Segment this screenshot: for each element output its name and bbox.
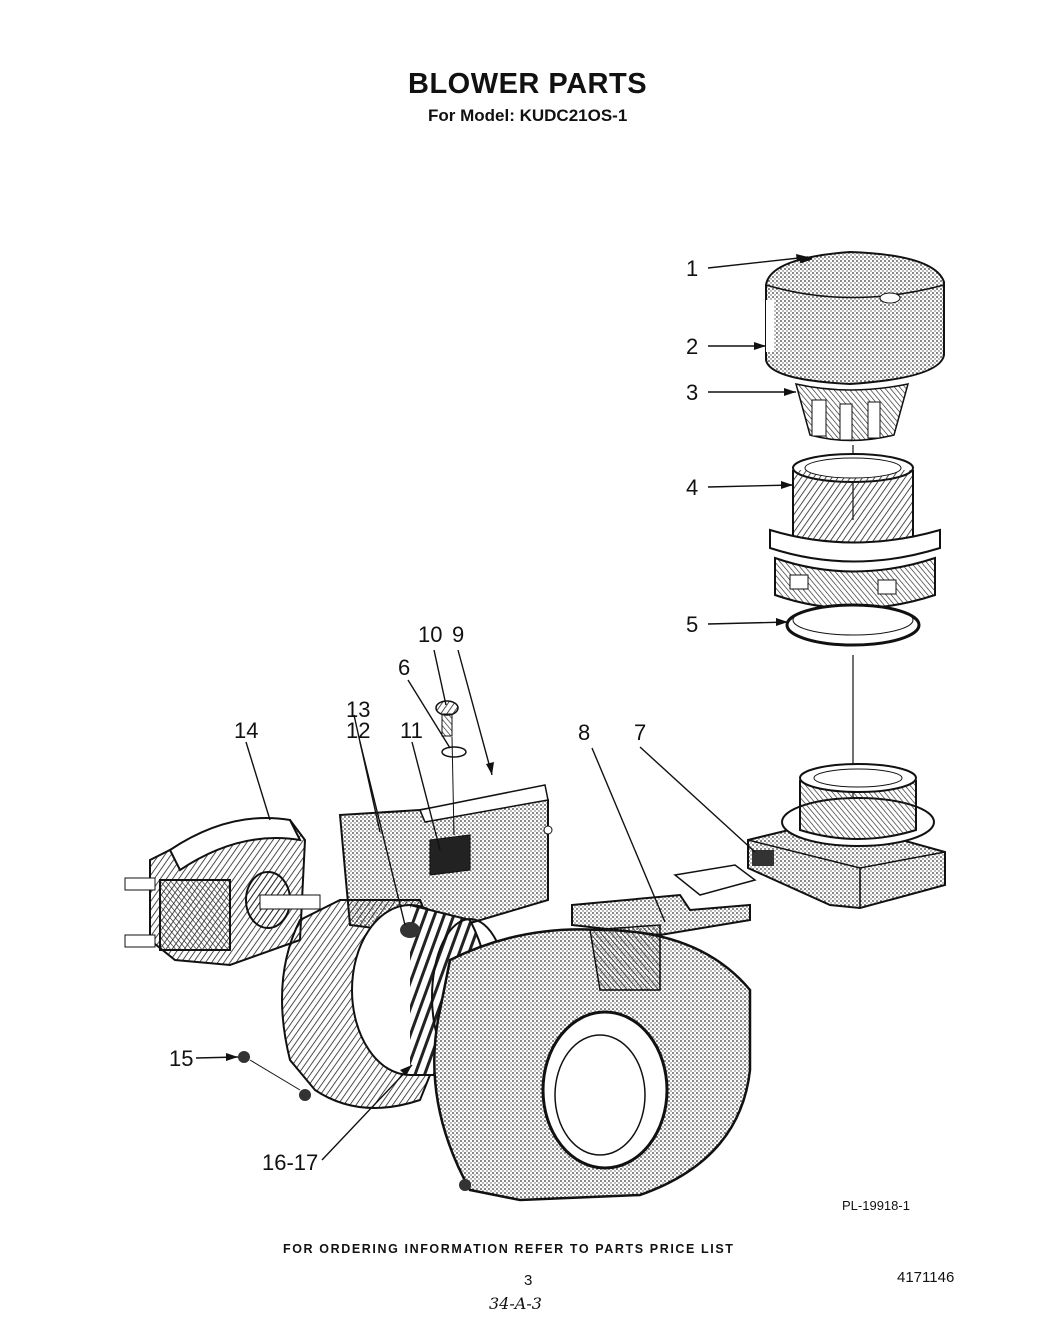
callout-7: 7	[634, 720, 647, 745]
document-number: 4171146	[897, 1269, 955, 1286]
callout-2: 2	[686, 334, 699, 359]
motor-part	[124, 817, 321, 967]
callout-13: 13	[346, 697, 371, 722]
handwritten-note: 34-A-3	[489, 1294, 542, 1313]
callout-9: 9	[452, 622, 465, 647]
arrow-heads	[226, 254, 808, 1076]
washer-part	[441, 746, 467, 758]
collar-part	[769, 453, 941, 610]
clip-ring-part	[794, 382, 910, 442]
callout-11: 11	[400, 718, 423, 743]
plate-number: PL-19918-1	[842, 1198, 910, 1213]
cap-part	[765, 250, 945, 386]
callout-1: 1	[686, 256, 699, 281]
housing-top-part	[338, 784, 553, 937]
page-title: BLOWER PARTS	[408, 68, 648, 100]
small-screw-part	[238, 1051, 301, 1091]
screw-part	[435, 700, 459, 737]
blower-housing-part	[433, 924, 752, 1202]
callout-3: 3	[686, 380, 699, 405]
page-number: 3	[524, 1272, 533, 1289]
base-plate-part	[747, 763, 946, 910]
leader-lines	[195, 256, 809, 1161]
callout-4: 4	[686, 475, 699, 500]
callout-5: 5	[686, 612, 699, 637]
ordering-note: FOR ORDERING INFORMATION REFER TO PARTS …	[283, 1242, 735, 1256]
callout-12: 12	[346, 718, 371, 743]
callout-16-17: 16-17	[262, 1150, 319, 1175]
callout-6: 6	[398, 655, 411, 680]
callout-15: 15	[169, 1046, 194, 1071]
callout-8: 8	[578, 720, 591, 745]
callout-14: 14	[234, 718, 259, 743]
gasket-ring-part	[785, 603, 921, 647]
bracket-part	[571, 864, 757, 937]
model-subtitle: For Model: KUDC21OS-1	[428, 106, 628, 125]
callout-10: 10	[418, 622, 443, 647]
